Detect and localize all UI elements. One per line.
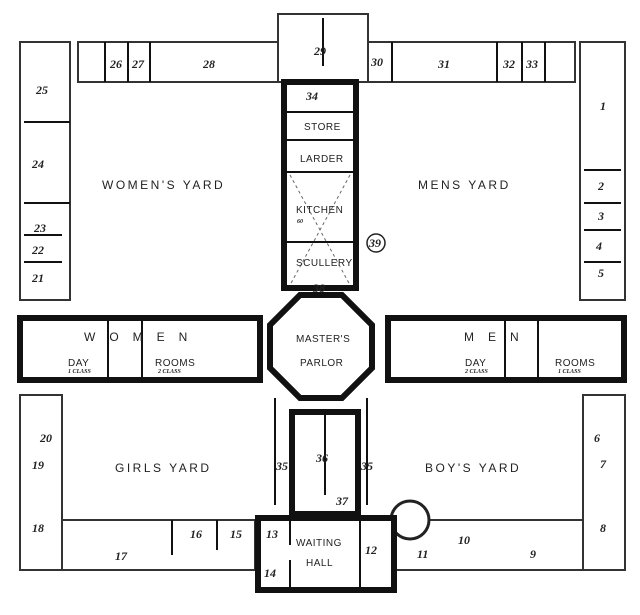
room-number: 30 [370, 55, 383, 69]
waiting-hall [255, 515, 397, 593]
women-wing-label: WOMEN [84, 330, 201, 344]
room-number: 35 [360, 459, 373, 473]
womens-yard-label: WOMEN'S YARD [102, 178, 225, 192]
room-number: 2 [597, 179, 604, 193]
room-number: 35 [275, 459, 288, 473]
room-number: 9 [530, 547, 536, 561]
kitchen-label: KITCHEN [296, 205, 343, 216]
girls-yard-label: GIRLS YARD [115, 461, 212, 475]
mens-yard-label: MENS YARD [418, 178, 511, 192]
kitchen-note: 60 [297, 219, 303, 225]
room-number: 1 [600, 99, 606, 113]
larder-label: LARDER [300, 154, 344, 165]
top-left-range [77, 41, 279, 83]
room-number: 18 [32, 521, 44, 535]
room-number: 39 [368, 236, 381, 250]
women-rooms-class: 2 CLASS [157, 369, 182, 375]
room-number: 5 [598, 266, 604, 280]
masters-label: MASTER'S [296, 334, 350, 345]
bottom-range [19, 394, 626, 593]
room-number: 32 [502, 57, 515, 71]
boys-yard-label: BOY'S YARD [425, 461, 521, 475]
top-right-range [367, 41, 576, 83]
room-number: 25 [35, 83, 48, 97]
room-number: 23 [33, 221, 46, 235]
room-number: 34 [305, 89, 318, 103]
room-number: 11 [417, 547, 428, 561]
women-rooms-label: ROOMS [155, 358, 195, 369]
room-number: 21 [31, 271, 44, 285]
top-range [77, 13, 576, 83]
room-number: 20 [39, 431, 52, 445]
room-number: 8 [600, 521, 606, 535]
lower-centre [274, 398, 368, 517]
marker-39 [366, 233, 386, 253]
men-day-label: DAY [465, 358, 486, 369]
room-number: 13 [266, 527, 278, 541]
room-number: 4 [595, 239, 602, 253]
room-number: 33 [525, 57, 538, 71]
women-wing [17, 315, 263, 383]
women-day-label: DAY [68, 358, 89, 369]
room-number: 29 [313, 44, 326, 58]
room-number: 31 [437, 57, 450, 71]
cross-wing [17, 292, 627, 401]
room-number: 24 [31, 157, 44, 171]
men-rooms-label: ROOMS [555, 358, 595, 369]
room-number: 14 [264, 566, 276, 580]
waiting-label: WAITING [296, 538, 342, 549]
room-number: 19 [32, 458, 44, 472]
room-number: 26 [109, 57, 122, 71]
right-range [579, 41, 626, 301]
room-number: 12 [365, 543, 377, 557]
room-number: 6 [594, 431, 600, 445]
room-number: 38 [312, 281, 325, 295]
room-number: 37 [335, 494, 349, 508]
men-wing-label: MEN [464, 330, 533, 344]
room-number: 28 [202, 57, 215, 71]
room-number: 22 [31, 243, 44, 257]
kitchen-block [281, 79, 386, 291]
store-label: STORE [304, 122, 341, 133]
room-numbers: 1 2 3 4 5 6 7 8 9 10 11 12 13 14 15 16 1… [31, 44, 607, 580]
room-number: 27 [131, 57, 145, 71]
hall-label: HALL [306, 558, 333, 569]
men-rooms-class: 1 CLASS [558, 369, 582, 375]
room-number: 7 [600, 457, 607, 471]
parlor-label: PARLOR [300, 358, 343, 369]
room-number: 36 [315, 451, 328, 465]
masters-parlor [267, 292, 375, 401]
room-number: 10 [458, 533, 470, 547]
left-range [19, 41, 71, 301]
room-number: 17 [115, 549, 128, 563]
women-day-class: 1 CLASS [68, 369, 92, 375]
scullery-label: SCULLERY [296, 258, 353, 269]
room-number: 3 [597, 209, 604, 223]
room-number: 15 [230, 527, 242, 541]
room-number: 16 [190, 527, 202, 541]
men-day-class: 2 CLASS [464, 369, 489, 375]
